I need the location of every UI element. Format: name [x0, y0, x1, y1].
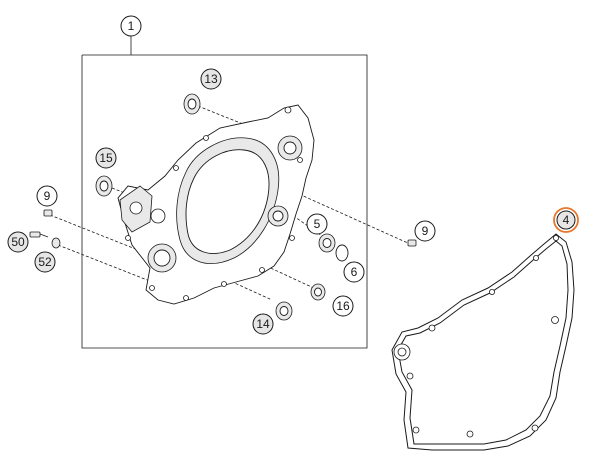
callout-6: 6 — [343, 261, 365, 283]
screw-50 — [29, 231, 49, 238]
svg-text:52: 52 — [38, 255, 52, 269]
callout-50: 50 — [7, 231, 29, 253]
callout-14: 14 — [252, 313, 274, 335]
callout-5: 5 — [306, 213, 328, 235]
svg-text:16: 16 — [336, 299, 350, 313]
callout-52: 52 — [34, 251, 56, 273]
callout-16: 16 — [332, 295, 354, 317]
screw-9-left — [43, 209, 53, 217]
svg-text:15: 15 — [99, 151, 113, 165]
screw-9-right — [407, 239, 417, 247]
callout-9-left: 9 — [36, 185, 58, 207]
callout-9-right: 9 — [414, 220, 436, 242]
seal-13 — [183, 93, 201, 115]
svg-text:9: 9 — [44, 189, 51, 203]
bearing-16 — [310, 283, 326, 301]
svg-text:14: 14 — [256, 317, 270, 331]
bearing-5 — [318, 233, 336, 253]
svg-text:1: 1 — [128, 19, 135, 33]
svg-text:5: 5 — [314, 217, 321, 231]
svg-text:13: 13 — [204, 72, 218, 86]
seal-14 — [275, 301, 293, 321]
svg-text:9: 9 — [422, 224, 429, 238]
clutch-cover — [117, 104, 315, 305]
assembly-frame — [81, 36, 368, 349]
callout-13: 13 — [200, 68, 222, 90]
callouts: 1 13 15 9 50 52 5 6 — [7, 15, 579, 335]
small-parts — [29, 93, 417, 321]
svg-text:6: 6 — [351, 265, 358, 279]
svg-text:50: 50 — [11, 235, 25, 249]
cover-gasket — [391, 233, 575, 451]
seal-15 — [95, 175, 113, 197]
ring-6 — [335, 244, 349, 262]
washer-52 — [51, 237, 61, 249]
svg-text:4: 4 — [563, 213, 570, 227]
callout-15: 15 — [95, 147, 117, 169]
callout-4[interactable]: 4 — [553, 207, 579, 233]
callout-1: 1 — [120, 15, 142, 37]
